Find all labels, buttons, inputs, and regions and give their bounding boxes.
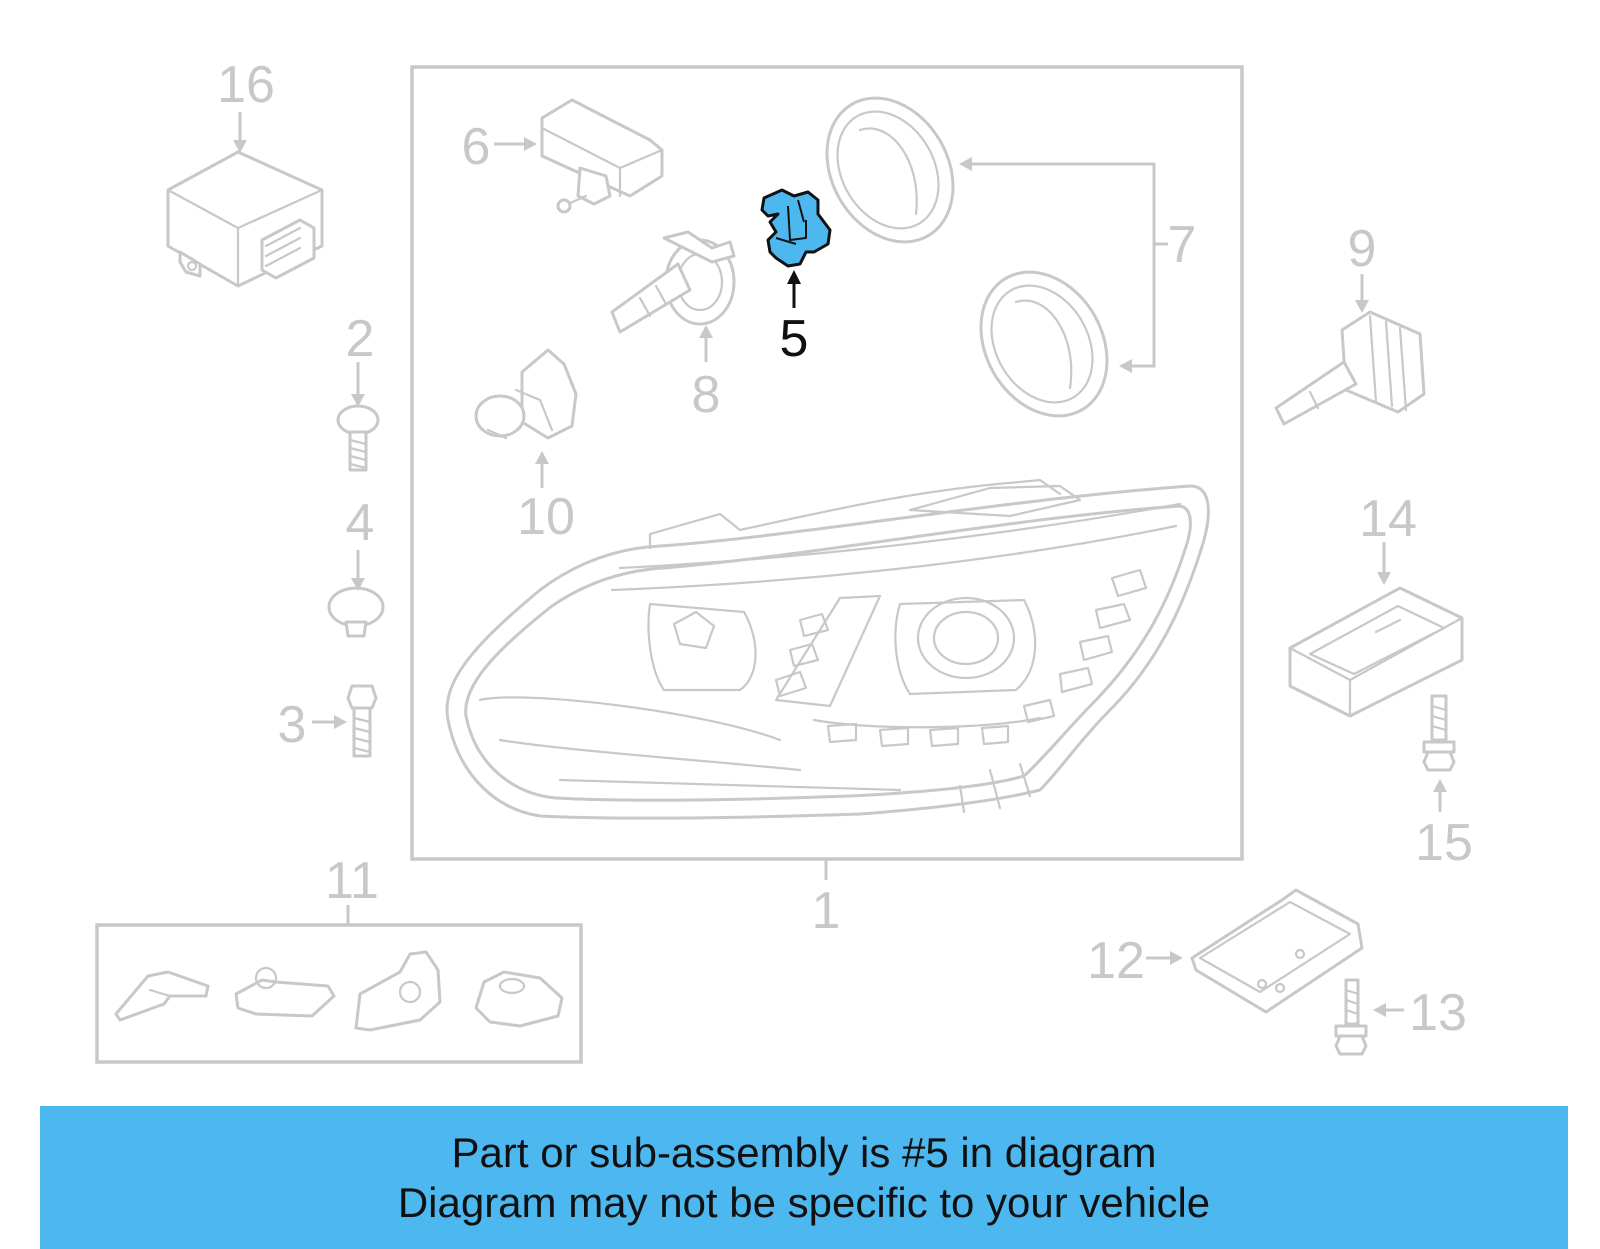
- part-14-module[interactable]: [1288, 586, 1464, 718]
- callout-6: 6: [462, 118, 491, 176]
- part-11-clips[interactable]: [114, 950, 564, 1032]
- callout-11: 11: [325, 852, 379, 910]
- callout-3: 3: [278, 696, 307, 754]
- callout-14: 14: [1359, 490, 1417, 548]
- callout-2: 2: [346, 310, 375, 368]
- callout-12: 12: [1087, 932, 1145, 990]
- callout-13: 13: [1409, 984, 1467, 1042]
- banner-line-part: Part or sub-assembly is #5 in diagram: [451, 1128, 1157, 1176]
- part-7-cap-lower[interactable]: [956, 249, 1132, 439]
- callout-5: 5: [780, 310, 809, 368]
- callout-1: 1: [812, 882, 841, 940]
- callout-7: 7: [1168, 216, 1197, 274]
- part-3-bolt[interactable]: [346, 684, 378, 758]
- part-6-motor[interactable]: [540, 98, 664, 214]
- part-8-bulb[interactable]: [610, 230, 736, 334]
- callout-10: 10: [517, 488, 575, 546]
- callout-15: 15: [1415, 814, 1473, 872]
- part-11-frame: [95, 923, 583, 1064]
- part-12-plate[interactable]: [1190, 888, 1364, 1014]
- part-15-screw[interactable]: [1422, 694, 1456, 772]
- callout-4: 4: [346, 494, 375, 552]
- part-16-module[interactable]: [166, 150, 324, 288]
- part-2-screw[interactable]: [336, 404, 380, 472]
- part-4-plug[interactable]: [327, 586, 385, 638]
- info-banner: Part or sub-assembly is #5 in diagram Di…: [40, 1106, 1568, 1249]
- part-7-cap-upper[interactable]: [802, 75, 978, 265]
- part-5-bracket[interactable]: [760, 188, 832, 268]
- part-1-headlamp[interactable]: [445, 478, 1210, 820]
- part-13-screw[interactable]: [1334, 978, 1368, 1056]
- callout-8: 8: [692, 366, 721, 424]
- callout-16: 16: [217, 56, 275, 114]
- banner-line-disclaimer: Diagram may not be specific to your vehi…: [397, 1178, 1211, 1226]
- callout-9: 9: [1348, 220, 1377, 278]
- part-10-bulb[interactable]: [474, 348, 578, 440]
- part-9-bulb[interactable]: [1274, 310, 1426, 426]
